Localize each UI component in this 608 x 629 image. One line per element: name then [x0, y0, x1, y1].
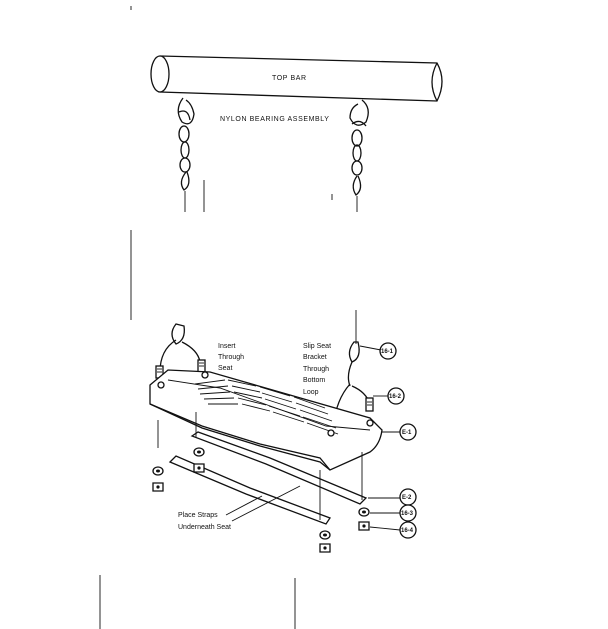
svg-text:16-4: 16-4 — [401, 528, 414, 534]
top-bar: TOP BAR — [150, 55, 443, 102]
svg-text:16-1: 16-1 — [381, 349, 394, 355]
callout-16-2: 16-2 — [373, 387, 405, 405]
swing-seat — [149, 369, 383, 471]
svg-text:Bottom: Bottom — [303, 377, 325, 384]
slip-seat-bracket-label: Slip Seat Bracket Through Bottom Loop — [303, 343, 331, 396]
svg-text:16-2: 16-2 — [389, 394, 402, 400]
hardware-nuts — [152, 447, 370, 553]
place-straps-label: Place Straps Underneath Seat — [178, 512, 231, 531]
svg-text:E-2: E-2 — [402, 495, 412, 501]
svg-text:Bracket: Bracket — [303, 354, 327, 361]
callout-E-2: E-2 — [368, 488, 417, 506]
svg-text:Loop: Loop — [303, 389, 319, 396]
callout-16-4: 16-4 — [369, 521, 417, 539]
insert-through-seat-label: Insert Through Seat — [218, 343, 244, 372]
svg-text:Place Straps: Place Straps — [178, 512, 218, 519]
page-marks — [99, 6, 357, 629]
right-chain-assembly — [331, 99, 369, 212]
svg-text:Seat: Seat — [218, 365, 232, 372]
svg-text:Underneath Seat: Underneath Seat — [178, 524, 231, 531]
callout-16-1: 16-1 — [359, 342, 397, 360]
place-straps-leaders — [225, 485, 301, 522]
svg-text:Slip Seat: Slip Seat — [303, 343, 331, 350]
svg-text:Insert: Insert — [218, 343, 236, 350]
svg-text:16-3: 16-3 — [401, 511, 414, 517]
svg-text:Through: Through — [218, 354, 244, 361]
callout-E-1: E-1 — [382, 423, 417, 441]
left-seat-bracket — [155, 323, 206, 379]
support-straps — [157, 412, 368, 525]
left-chain-assembly — [177, 97, 195, 212]
svg-text:Through: Through — [303, 366, 329, 373]
top-bar-label: TOP BAR — [272, 75, 307, 82]
bearing-label: NYLON BEARING ASSEMBLY — [220, 116, 330, 123]
svg-text:E-1: E-1 — [402, 430, 412, 436]
callout-16-3: 16-3 — [370, 504, 417, 522]
